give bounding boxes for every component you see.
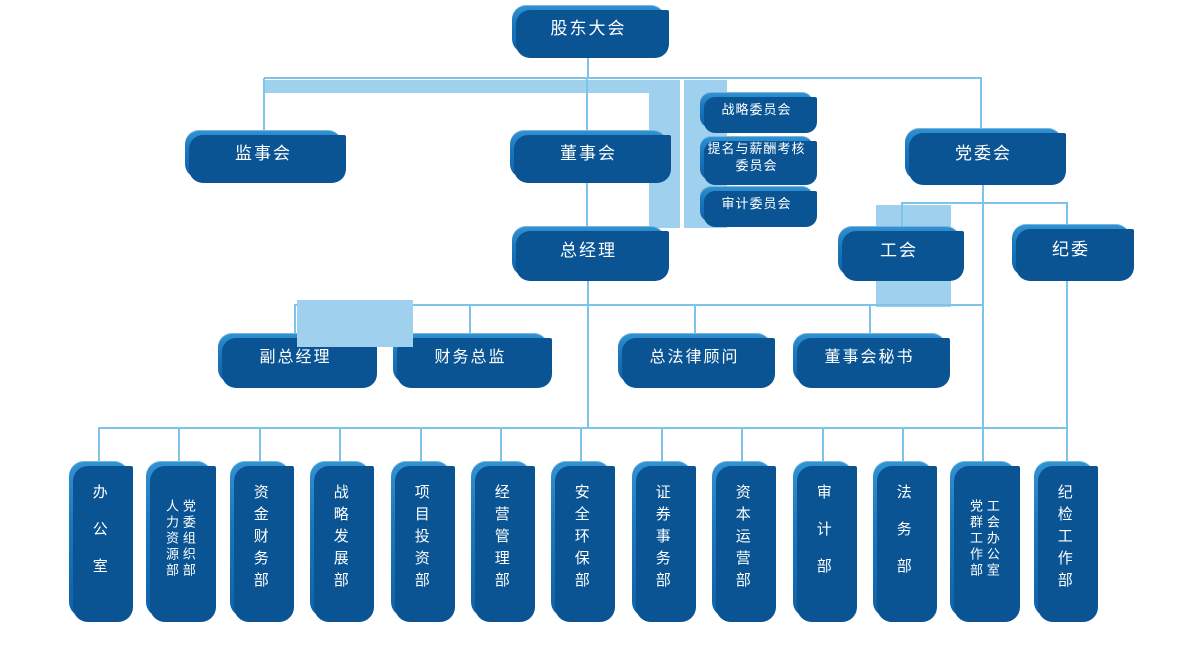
node-label: 纪委 [1052,239,1090,259]
line-cfo-drop [469,304,471,333]
line-shareholders-drop [587,52,589,78]
node-dept-legal: 法务部 [873,461,933,617]
node-strategy-committee: 战略委员会 [700,92,813,128]
line-dept-stub [259,427,261,461]
node-label: 法务部 [894,483,912,595]
node-label: 提名与薪酬考核 委员会 [707,141,806,173]
line-union-drop [901,202,903,226]
node-board-secretary: 董事会秘书 [793,333,946,383]
node-cfo: 财务总监 [393,333,548,383]
line-discipline-drop [1066,202,1068,224]
line-dept-stub [822,427,824,461]
node-label: 办公室 [90,483,108,595]
node-labor-union: 工会 [838,226,960,276]
node-dept-party-org-hr: 党委组织部 人力资源部 [146,461,212,617]
node-label: 资金财务部 [251,484,269,594]
line-dept-stub [98,427,100,461]
line-rail-top [264,77,982,79]
node-general-manager: 总经理 [512,226,665,276]
line-board-drop [586,78,588,130]
line-dept-stub [500,427,502,461]
line-dept-stub [339,427,341,461]
line-rail-executives [295,304,984,306]
line-dept-stub [178,427,180,461]
node-label: 股东大会 [550,18,627,38]
node-dept-general-office: 办公室 [69,461,129,617]
node-label: 工会办公室 党群工作部 [968,499,1000,579]
node-label: 总经理 [560,240,617,260]
node-dept-securities-affairs: 证券事务部 [632,461,692,617]
line-dept-stub [580,427,582,461]
node-dept-union-office-party-mass: 工会办公室 党群工作部 [950,461,1016,617]
node-label: 监事会 [235,143,292,163]
connector-band-gap [680,80,684,228]
node-dept-capital-operations: 资本运营部 [712,461,772,617]
line-gm-down [587,276,589,428]
node-label: 项目投资部 [412,484,430,594]
node-dept-finance: 资金财务部 [230,461,290,617]
node-label: 党委组织部 人力资源部 [164,499,196,579]
node-label: 党委会 [955,143,1012,163]
line-dept-stub [741,427,743,461]
line-rail-departments [99,427,1068,429]
node-label: 总法律顾问 [649,348,740,366]
node-label: 经营管理部 [492,484,510,594]
node-label: 审计部 [814,483,832,595]
line-party-to-partydept [982,180,984,461]
node-label: 财务总监 [434,348,507,366]
connector-band-vicegm [297,300,413,347]
node-label: 资本运营部 [733,484,751,594]
node-label: 证券事务部 [653,484,671,594]
node-label: 审计委员会 [721,195,792,211]
node-label: 纪检工作部 [1055,484,1073,594]
node-general-counsel: 总法律顾问 [618,333,771,383]
node-dept-operations-management: 经营管理部 [471,461,531,617]
line-discipline-to-dept [1066,276,1068,461]
node-dept-project-investment: 项目投资部 [391,461,451,617]
line-party-drop [980,78,982,128]
node-nomination-remuneration-committee: 提名与薪酬考核 委员会 [700,136,813,180]
line-counsel-drop [694,304,696,333]
node-label: 董事会秘书 [824,348,915,366]
node-label: 副总经理 [259,348,332,366]
line-dept-stub [902,427,904,461]
line-supervisors-drop [263,78,265,130]
node-dept-strategy-development: 战略发展部 [310,461,370,617]
node-party-committee: 党委会 [905,128,1062,180]
connector-band-top [263,80,727,93]
line-dept-stub [420,427,422,461]
node-label: 工会 [880,240,918,260]
node-board-of-directors: 董事会 [510,130,667,178]
node-label: 安全环保部 [572,484,590,594]
node-label: 战略发展部 [331,484,349,594]
node-discipline-commission: 纪委 [1012,224,1130,276]
line-dept-stub [661,427,663,461]
node-dept-discipline-inspection: 纪检工作部 [1034,461,1094,617]
node-label: 董事会 [560,143,617,163]
line-rail-party [902,202,1068,204]
line-secretary-drop [869,304,871,333]
line-board-to-gm [586,177,588,226]
node-board-of-supervisors: 监事会 [185,130,342,178]
line-vicegm-drop [294,304,296,333]
node-audit-committee: 审计委员会 [700,186,813,222]
node-dept-safety-environment: 安全环保部 [551,461,611,617]
node-dept-audit: 审计部 [793,461,853,617]
node-shareholders-meeting: 股东大会 [512,5,665,53]
node-label: 战略委员会 [721,101,792,117]
